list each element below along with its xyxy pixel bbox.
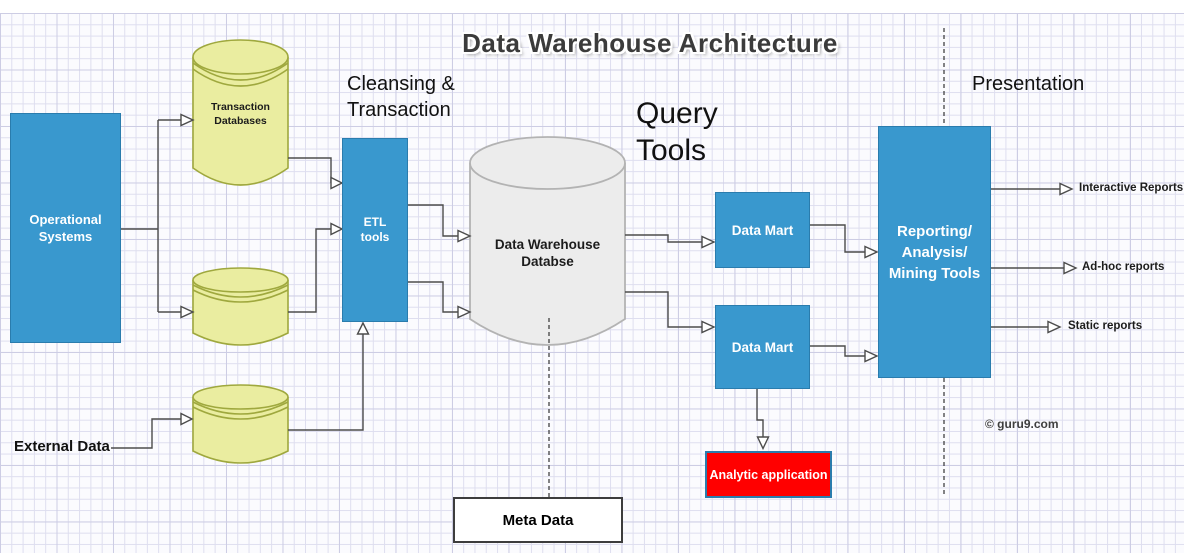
- connector-middledb-to-etl: [288, 222, 344, 313]
- external-data-cylinder: [192, 384, 289, 464]
- connector-etl-to-warehouse-top: [408, 204, 472, 243]
- external-data-label: External Data: [14, 438, 110, 455]
- connector-transdb-to-etl: [288, 157, 344, 190]
- connector-datamart-to-analytic: [756, 389, 770, 451]
- query-tools-label: Query Tools: [636, 97, 718, 167]
- middle-database-cylinder: [192, 267, 289, 346]
- connector-warehouse-to-datamart-bottom: [625, 291, 716, 334]
- presentation-label: Presentation: [972, 73, 1085, 95]
- connector-warehouse-to-datamart-top: [625, 234, 716, 249]
- connector-external-to-etl: [288, 321, 370, 431]
- output-static-reports: Static reports: [1068, 320, 1143, 332]
- node-reporting-analysis-mining-tools: Reporting/ Analysis/ Mining Tools: [878, 126, 991, 378]
- transaction-databases-cylinder: [192, 39, 289, 186]
- node-etl-tools: ETL tools: [342, 138, 408, 322]
- transaction-databases-label: Transaction Databases: [211, 101, 270, 127]
- cleansing-transaction-label: Cleansing & Transaction: [347, 73, 455, 121]
- connector-os-to-databases: [121, 113, 195, 319]
- connector-etl-to-warehouse-bottom: [408, 281, 472, 319]
- node-operational-systems: Operational Systems: [10, 113, 121, 343]
- diagram-title: Data Warehouse Architecture: [462, 28, 838, 58]
- node-meta-data: Meta Data: [453, 497, 623, 543]
- connector-reporting-to-interactive: [991, 182, 1074, 196]
- connector-datamart-top-to-reporting: [810, 224, 879, 259]
- copyright-text: © guru9.com: [985, 417, 1059, 431]
- data-warehouse-cylinder: [469, 136, 626, 346]
- output-adhoc-reports: Ad-hoc reports: [1082, 261, 1165, 273]
- connector-externallabel-to-cylinder: [111, 412, 194, 449]
- node-data-mart-top: Data Mart: [715, 192, 810, 268]
- output-interactive-reports: Interactive Reports: [1079, 182, 1184, 194]
- connector-reporting-to-static: [991, 320, 1062, 334]
- node-analytic-application: Analytic application: [705, 451, 832, 498]
- connector-reporting-to-adhoc: [991, 261, 1078, 275]
- connector-datamart-bottom-to-reporting: [810, 345, 879, 363]
- node-data-mart-bottom: Data Mart: [715, 305, 810, 389]
- data-warehouse-label: Data Warehouse Databse: [494, 237, 601, 269]
